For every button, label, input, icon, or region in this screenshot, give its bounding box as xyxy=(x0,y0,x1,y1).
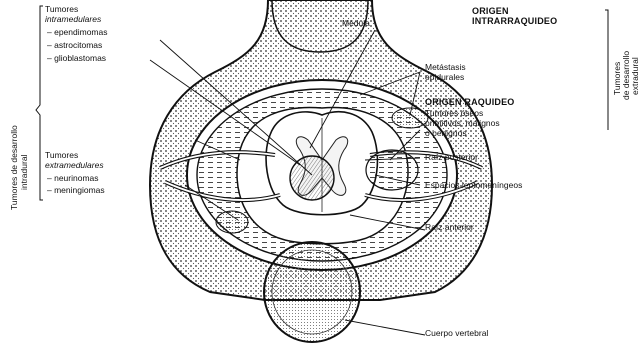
left-brackets xyxy=(36,6,43,200)
intramedullary-item: – astrocitomas xyxy=(47,40,102,50)
raiz-anterior-label: Raíz anterior xyxy=(425,222,474,232)
origen-raquideo: ORIGEN RAQUIDEO xyxy=(425,97,515,107)
medula-label: Médula xyxy=(342,18,370,28)
metastasis-label: Metástasis epidurales xyxy=(425,62,466,82)
tumores-oseos-label: Tumores óseos primitivos, malignos o ben… xyxy=(425,108,500,138)
extradural-group-title-line3: extradural xyxy=(630,57,639,95)
extramedullary-item: – neurinomas xyxy=(47,173,99,183)
intramedullary-title: Tumores intramedulares xyxy=(45,4,101,24)
origen-intrarraquideo: ORIGEN INTRARRAQUIDEO xyxy=(472,6,557,26)
intradural-group-title: Tumores de desarrollo xyxy=(9,125,19,210)
extramedullary-item: – meningiomas xyxy=(47,185,105,195)
cuerpo-vertebral-label: Cuerpo vertebral xyxy=(425,328,488,338)
intramedullary-item: – ependimomas xyxy=(47,27,107,37)
right-bracket xyxy=(605,10,608,130)
espacios-label: Espacios leptomeníngeos xyxy=(425,180,522,190)
vertebral-body xyxy=(264,242,360,342)
raiz-posterior-label: Raíz posterior xyxy=(425,152,478,162)
extramedullary-title: Tumores extramedulares xyxy=(45,150,104,170)
intradural-group-title-line2: intradural xyxy=(19,155,29,190)
intramedullary-item: – glioblastomas xyxy=(47,53,106,63)
extramedullary-mass xyxy=(366,150,418,190)
